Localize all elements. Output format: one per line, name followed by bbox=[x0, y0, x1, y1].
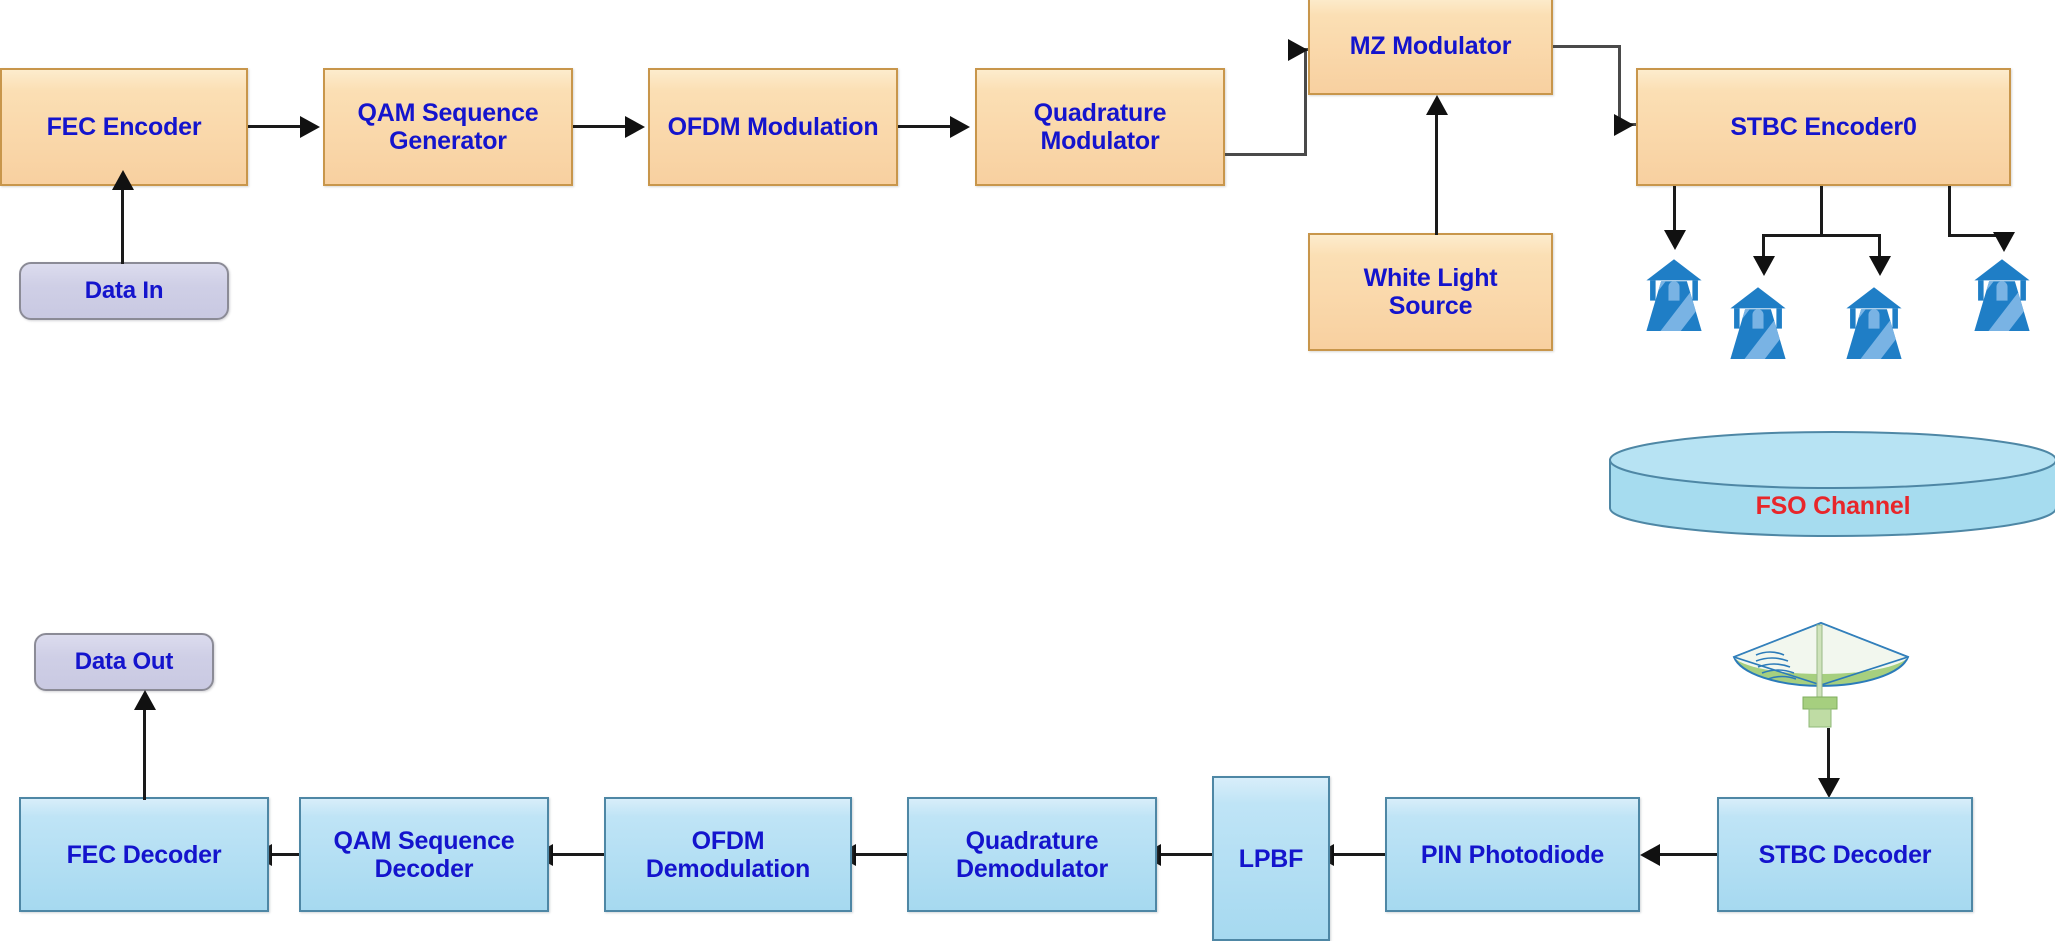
fso-channel-cylinder[interactable]: FSO Channel bbox=[1608, 430, 2055, 540]
block-label: FEC Encoder bbox=[46, 113, 202, 141]
connector-mz-to-stbc-h1 bbox=[1553, 45, 1621, 48]
connector-pin-to-lpbf bbox=[1330, 853, 1385, 856]
arrowhead-dish-to-stbc-decoder bbox=[1818, 778, 1840, 798]
block-label: Data In bbox=[84, 276, 164, 304]
block-label: PIN Photodiode bbox=[1420, 840, 1605, 869]
arrowhead-datain-to-fec bbox=[112, 170, 134, 190]
connector-quadmod-to-mz-v bbox=[1304, 48, 1307, 156]
connector-stbc-to-antenna-1 bbox=[1673, 186, 1676, 234]
connector-qam-to-ofdm bbox=[573, 125, 628, 128]
block-label: Data Out bbox=[74, 647, 174, 675]
block-label-line2: Source bbox=[1388, 292, 1473, 320]
block-fec-decoder[interactable]: FEC Decoder bbox=[19, 797, 269, 912]
block-label: STBC Encoder0 bbox=[1730, 113, 1917, 141]
connector-stbc-to-antenna-4-v1 bbox=[1948, 186, 1951, 236]
block-label: MZ Modulator bbox=[1349, 31, 1512, 60]
block-data-out[interactable]: Data Out bbox=[34, 633, 214, 691]
block-label: LPBF bbox=[1238, 844, 1304, 873]
block-label-line2: Decoder bbox=[374, 854, 474, 883]
arrowhead-stbc-to-antenna-4 bbox=[1993, 232, 2015, 252]
connector-mz-to-stbc-v bbox=[1618, 45, 1621, 125]
block-stbc-encoder[interactable]: STBC Encoder0 bbox=[1636, 68, 2011, 186]
block-label-line1: White Light bbox=[1363, 264, 1498, 292]
transmitter-antenna-icon-3 bbox=[1828, 278, 1920, 370]
block-label-line2: Modulator bbox=[1040, 127, 1160, 155]
block-ofdm-modulation[interactable]: OFDM Modulation bbox=[648, 68, 898, 186]
connector-stbc-to-antenna-23-tee bbox=[1762, 234, 1881, 237]
arrowhead-fecdec-to-dataout bbox=[134, 690, 156, 710]
block-label-line1: QAM Sequence bbox=[333, 826, 515, 855]
connector-stbc-to-antenna-2 bbox=[1762, 234, 1765, 260]
satellite-dish-icon bbox=[1726, 615, 1916, 740]
block-quadrature-demodulator[interactable]: Quadrature Demodulator bbox=[907, 797, 1157, 912]
block-label-line2: Demodulator bbox=[956, 854, 1108, 883]
block-label: OFDM Modulation bbox=[667, 113, 879, 141]
connector-ofdmdemod-to-qamdec bbox=[549, 853, 604, 856]
connector-quaddemod-to-ofdmdemod bbox=[852, 853, 907, 856]
arrowhead-fec-to-qam bbox=[300, 116, 320, 138]
block-data-in[interactable]: Data In bbox=[19, 262, 229, 320]
block-label-line2: Generator bbox=[389, 127, 507, 155]
block-white-light-source[interactable]: White Light Source bbox=[1308, 233, 1553, 351]
connector-datain-to-fec bbox=[121, 186, 124, 264]
block-label-line2: Demodulation bbox=[645, 854, 811, 883]
arrowhead-qam-to-ofdm bbox=[625, 116, 645, 138]
block-qam-sequence-decoder[interactable]: QAM Sequence Decoder bbox=[299, 797, 549, 912]
block-label-line1: QAM Sequence bbox=[357, 99, 539, 127]
block-stbc-decoder[interactable]: STBC Decoder bbox=[1717, 797, 1973, 912]
block-mz-modulator[interactable]: MZ Modulator bbox=[1308, 0, 1553, 95]
connector-dish-to-stbc-decoder bbox=[1827, 728, 1830, 786]
block-qam-sequence-generator[interactable]: QAM Sequence Generator bbox=[323, 68, 573, 186]
block-label: FEC Decoder bbox=[66, 840, 222, 869]
connector-ofdm-to-quadmod bbox=[898, 125, 953, 128]
block-ofdm-demodulation[interactable]: OFDM Demodulation bbox=[604, 797, 852, 912]
connector-quadmod-to-mz-h1 bbox=[1225, 153, 1307, 156]
connector-stbc-to-antenna-23-trunk bbox=[1820, 186, 1823, 236]
transmitter-antenna-icon-1 bbox=[1628, 250, 1720, 342]
connector-stbcdec-to-pin bbox=[1656, 853, 1717, 856]
transmitter-antenna-icon-2 bbox=[1712, 278, 1804, 370]
connector-fec-to-qam bbox=[248, 125, 303, 128]
arrowhead-ofdm-to-quadmod bbox=[950, 116, 970, 138]
block-label: STBC Decoder bbox=[1758, 840, 1932, 869]
connector-wls-to-mz bbox=[1435, 113, 1438, 235]
block-pin-photodiode[interactable]: PIN Photodiode bbox=[1385, 797, 1640, 912]
block-lpbf[interactable]: LPBF bbox=[1212, 776, 1330, 941]
block-label-line1: Quadrature bbox=[965, 826, 1099, 855]
connector-fecdec-to-dataout bbox=[143, 708, 146, 800]
block-fec-encoder[interactable]: FEC Encoder bbox=[0, 68, 248, 186]
connector-stbc-to-antenna-3 bbox=[1878, 234, 1881, 260]
arrowhead-stbc-to-antenna-2 bbox=[1753, 256, 1775, 276]
block-label-line1: Quadrature bbox=[1033, 99, 1167, 127]
connector-stbc-to-antenna-4-h bbox=[1948, 234, 2005, 237]
arrowhead-stbcdec-to-pin bbox=[1640, 844, 1660, 866]
arrowhead-quadmod-to-mz bbox=[1288, 39, 1308, 61]
block-label-line1: OFDM bbox=[691, 826, 765, 855]
arrowhead-mz-to-stbc bbox=[1614, 114, 1634, 136]
connector-qamdec-to-fecdec bbox=[268, 853, 299, 856]
transmitter-antenna-icon-4 bbox=[1956, 250, 2048, 342]
arrowhead-wls-to-mz bbox=[1426, 95, 1448, 115]
arrowhead-stbc-to-antenna-1 bbox=[1664, 230, 1686, 250]
connector-lpbf-to-quaddemod bbox=[1157, 853, 1212, 856]
fso-channel-label: FSO Channel bbox=[1755, 492, 1911, 520]
block-quadrature-modulator[interactable]: Quadrature Modulator bbox=[975, 68, 1225, 186]
arrowhead-stbc-to-antenna-3 bbox=[1869, 256, 1891, 276]
